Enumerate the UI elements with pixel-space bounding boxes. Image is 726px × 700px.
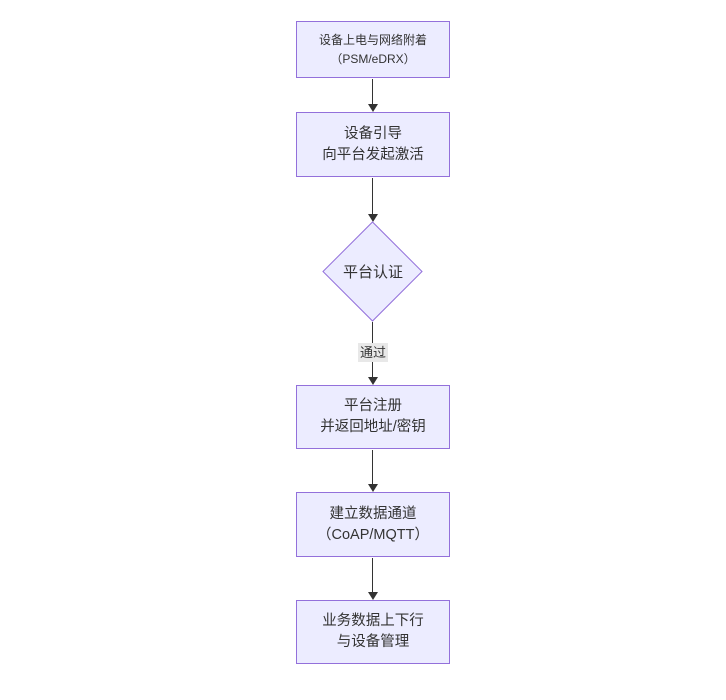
arrowhead-icon xyxy=(368,592,378,600)
edge-connector xyxy=(372,450,373,485)
node-text-line: （CoAP/MQTT） xyxy=(317,526,429,543)
node-text-line: 设备上电与网络附着 xyxy=(318,32,427,47)
flow-node-power-network-attach: 设备上电与网络附着 （PSM/eDRX） xyxy=(296,21,450,78)
node-text-line: 并返回地址/密钥 xyxy=(320,419,426,435)
arrowhead-icon xyxy=(368,484,378,492)
node-text-line: 平台认证 xyxy=(342,264,403,281)
arrowhead-icon xyxy=(368,104,378,112)
edge-label-pass: 通过 xyxy=(357,343,389,362)
node-text-line: 设备引导 xyxy=(344,125,402,142)
node-text-line: 业务数据上下行 xyxy=(322,613,424,629)
flow-node-platform-register: 平台注册 并返回地址/密钥 xyxy=(296,385,450,449)
arrowhead-icon xyxy=(368,214,378,222)
node-text-line: 平台注册 xyxy=(344,398,402,414)
node-text-line: 向平台发起激活 xyxy=(322,146,424,163)
node-text-line: 与设备管理 xyxy=(336,634,410,650)
flow-node-data-channel: 建立数据通道 （CoAP/MQTT） xyxy=(296,492,450,557)
flow-node-business-data: 业务数据上下行 与设备管理 xyxy=(296,600,450,664)
edge-connector xyxy=(372,558,373,593)
node-text-line: （PSM/eDRX） xyxy=(330,51,416,66)
flow-node-device-bootstrap: 设备引导 向平台发起激活 xyxy=(296,112,450,177)
edge-connector xyxy=(372,79,373,105)
arrowhead-icon xyxy=(368,377,378,385)
flow-node-platform-auth: 平台认证 xyxy=(322,221,424,322)
edge-connector xyxy=(372,178,373,215)
node-text-line: 建立数据通道 xyxy=(329,505,417,522)
